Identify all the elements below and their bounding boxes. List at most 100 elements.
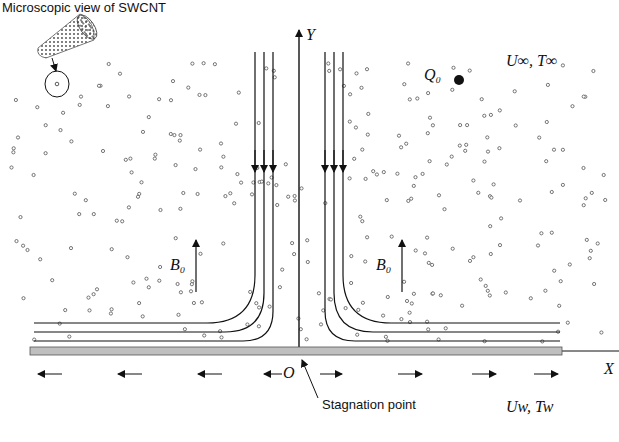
particle [403, 83, 406, 86]
particle [132, 281, 135, 284]
particle [147, 286, 150, 289]
particle [129, 157, 132, 160]
particle [250, 193, 253, 196]
stretching-plate [30, 347, 562, 355]
particle [568, 263, 571, 266]
particle [291, 242, 294, 245]
particle [513, 90, 516, 93]
particle [267, 182, 270, 185]
particle [375, 173, 378, 176]
particle [593, 282, 596, 285]
particle [106, 105, 109, 108]
heat-source-dot [454, 75, 464, 85]
particle [571, 105, 574, 108]
particle [366, 133, 369, 136]
particle [229, 192, 232, 195]
particle [426, 132, 429, 135]
particle [68, 335, 71, 338]
particle [431, 292, 434, 295]
particle [275, 184, 278, 187]
particle [498, 244, 501, 247]
particle [382, 314, 385, 317]
particle [585, 238, 588, 241]
particle [559, 280, 562, 283]
particle [154, 153, 157, 156]
leader-line [52, 58, 56, 71]
particle [472, 256, 475, 259]
particle [450, 155, 453, 158]
particle [428, 116, 431, 119]
particle [443, 208, 446, 211]
particle [427, 328, 430, 331]
particle [359, 215, 362, 218]
particle [414, 176, 417, 179]
particle [410, 302, 413, 305]
particle [118, 72, 121, 75]
particle [145, 277, 148, 280]
particle [141, 315, 144, 318]
particle [329, 298, 332, 301]
particle [356, 333, 359, 336]
particle [386, 295, 389, 298]
particle [220, 336, 223, 339]
particle [300, 187, 303, 190]
particle [220, 166, 223, 169]
text-label: Q₀ [424, 66, 441, 84]
particle [465, 143, 468, 146]
particle [540, 232, 543, 235]
particle [179, 134, 182, 137]
particle [183, 328, 186, 331]
particle [584, 197, 587, 200]
particle [260, 180, 263, 183]
particle [306, 260, 309, 263]
particle [121, 220, 124, 223]
particle [489, 113, 492, 116]
particle [490, 196, 493, 199]
particle [191, 62, 194, 65]
particle [79, 95, 82, 98]
particle [276, 203, 279, 206]
particle [561, 148, 564, 151]
particle [439, 294, 442, 297]
particle [305, 338, 308, 341]
y-axis [298, 30, 299, 348]
particle [39, 258, 42, 261]
particle [95, 288, 98, 291]
particle [78, 213, 81, 216]
particle [382, 171, 385, 174]
particle [364, 177, 367, 180]
particle [174, 237, 177, 240]
particle [464, 149, 467, 152]
particle [236, 173, 239, 176]
particle [423, 252, 426, 255]
particle [256, 166, 259, 169]
particle [177, 313, 180, 316]
particle [452, 66, 455, 69]
particle [237, 91, 240, 94]
particle [176, 282, 179, 285]
particle [410, 197, 413, 200]
particle [602, 173, 605, 176]
particle [538, 136, 541, 139]
text-label: U∞, T∞ [506, 52, 557, 70]
particle [107, 62, 110, 65]
particle [293, 194, 296, 197]
particle [582, 166, 585, 169]
particle [55, 82, 59, 86]
particle [110, 248, 113, 251]
particle [138, 302, 141, 305]
particle [257, 325, 260, 328]
particle [64, 309, 67, 312]
text-label: Microscopic view of SWCNT [2, 1, 166, 15]
particle [189, 290, 192, 293]
particle [544, 289, 547, 292]
particle [492, 183, 495, 186]
particle [62, 111, 65, 114]
particle [159, 208, 162, 211]
particle [412, 184, 415, 187]
particle [136, 195, 139, 198]
particle [364, 260, 367, 263]
particle [353, 157, 356, 160]
particle [451, 247, 454, 250]
particle [141, 130, 144, 133]
